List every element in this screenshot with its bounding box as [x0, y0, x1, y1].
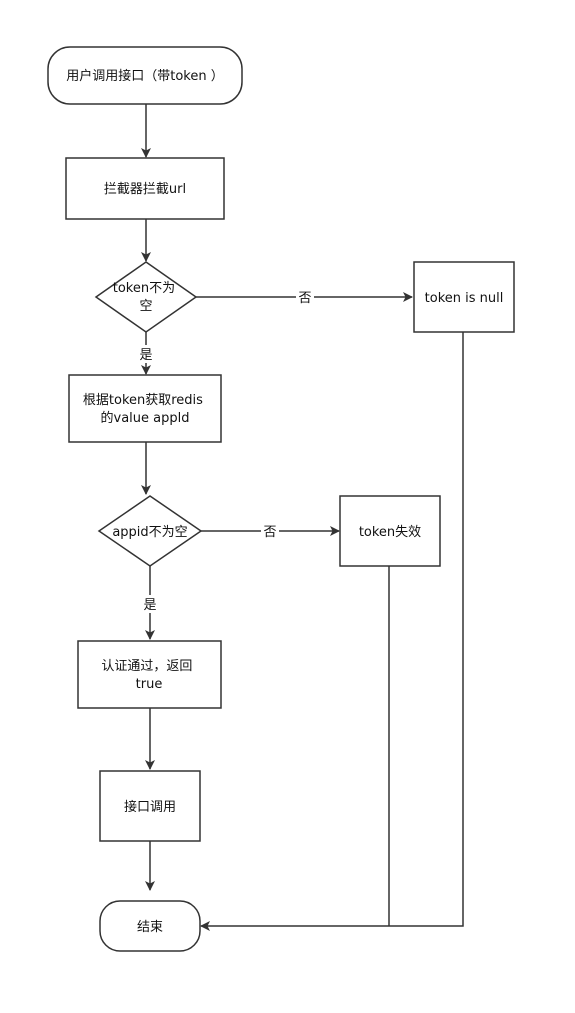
edge-label-token-yes: 是: [139, 348, 152, 363]
node-start-label: 用户调用接口（带token ）: [66, 68, 224, 84]
node-token-invalid: [339, 495, 441, 567]
node-appid-check-label: appid不为空: [112, 525, 187, 540]
edge-label-bg-appid-yes: [141, 595, 159, 613]
edge-labels: 否 是 否 是: [137, 288, 314, 613]
node-interceptor: [65, 157, 225, 220]
node-api-call-label: 接口调用: [124, 799, 176, 815]
node-token-check: [94, 261, 198, 333]
node-start: [47, 46, 243, 105]
node-token-invalid-label: token失效: [359, 525, 421, 540]
edge-label-appid-yes: 是: [143, 598, 156, 613]
node-auth-pass: [77, 640, 222, 709]
node-api-call: [99, 770, 201, 842]
node-interceptor-label: 拦截器拦截url: [104, 182, 186, 197]
node-token-null: [413, 261, 515, 333]
edge-token-null-to-end: [200, 332, 464, 931]
node-end: [99, 900, 201, 952]
edge-label-token-no: 否: [298, 291, 311, 306]
edge-label-bg-token-no: [296, 288, 314, 306]
node-get-redis: [68, 374, 222, 443]
node-texts: 用户调用接口（带token ） 拦截器拦截url token不为 空 token…: [66, 68, 503, 935]
edge-label-bg-appid-no: [261, 522, 279, 540]
node-get-redis-label: 根据token获取redis 的value appld: [83, 393, 207, 426]
node-auth-pass-label: 认证通过，返回 true: [101, 659, 196, 692]
node-token-null-label: token is null: [425, 291, 504, 306]
node-token-check-label: token不为 空: [113, 281, 180, 314]
nodes: [47, 46, 515, 952]
edge-label-bg-token-yes: [137, 345, 155, 363]
node-appid-check: [97, 495, 203, 567]
node-end-label: 结束: [137, 920, 163, 935]
edge-label-appid-no: 否: [263, 525, 276, 540]
